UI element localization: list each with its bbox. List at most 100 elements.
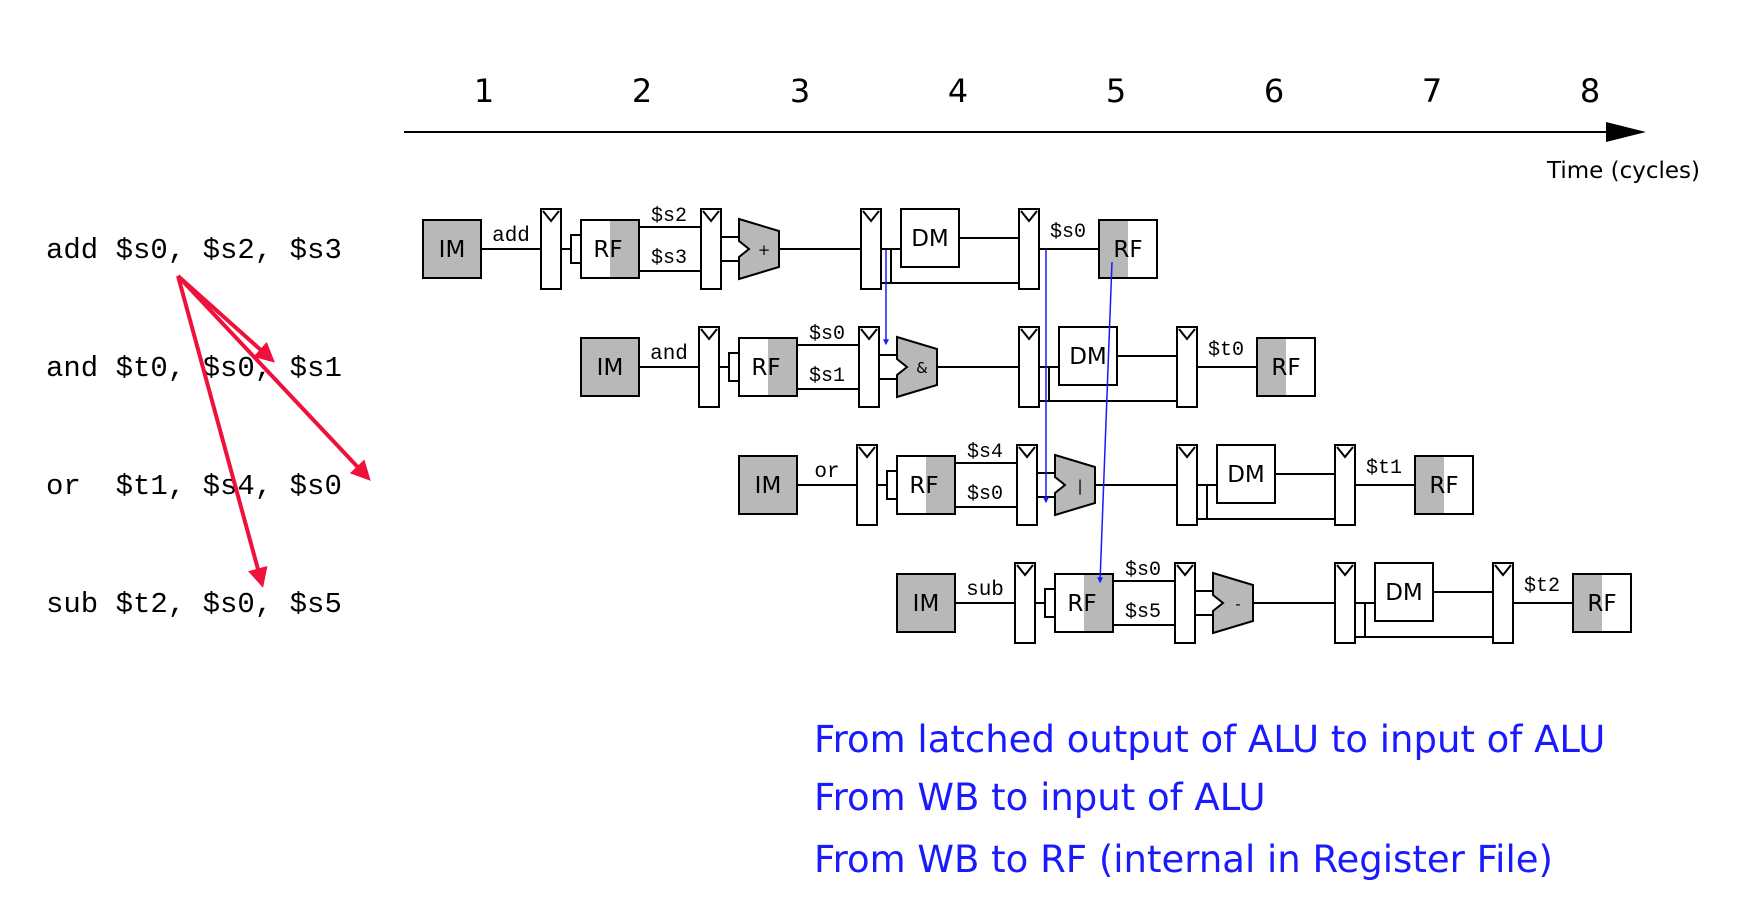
data-memory-label: DM: [911, 226, 949, 252]
dependency-arrow: [176, 274, 371, 481]
pipeline-register: [858, 326, 880, 408]
clock-marker: [860, 328, 878, 341]
instruction-text: add $s0, $s2, $s3: [46, 234, 342, 267]
source-register-label: $s0: [809, 323, 845, 346]
register-file-read-half: [1084, 575, 1112, 631]
dest-register-label: $t2: [1524, 575, 1560, 598]
instruction-text: and $t0, $s0, $s1: [46, 352, 342, 385]
instruction-memory: [738, 455, 798, 515]
register-file-write-half: [1416, 457, 1444, 513]
source-register-label: $s2: [651, 205, 687, 228]
time-axis-label: Time (cycles): [1546, 158, 1700, 184]
register-file-read-half: [768, 339, 796, 395]
forward-arrow-wb-to-rf: [1097, 261, 1113, 584]
clock-marker: [1336, 446, 1354, 459]
cycle-label: 5: [1106, 72, 1126, 110]
alu-operation: +: [758, 241, 771, 259]
source-register-label: $s5: [1125, 601, 1161, 624]
register-file-label: RF: [593, 237, 622, 263]
clock-marker: [858, 446, 876, 459]
alu-operation: |: [1077, 477, 1082, 495]
register-file-label: RF: [909, 473, 938, 499]
clock-marker: [1020, 328, 1038, 341]
instruction-memory-label: IM: [913, 591, 940, 617]
dependency-arrow: [176, 275, 268, 588]
data-memory-label: DM: [1227, 462, 1265, 488]
alu-operation: &: [916, 359, 928, 377]
bypass-wire: [1197, 484, 1335, 520]
source-register-label: $s0: [1125, 559, 1161, 582]
rf-write-port: [570, 234, 582, 264]
alu: [738, 217, 780, 281]
data-memory: [1216, 444, 1276, 504]
instruction-memory-label: IM: [597, 355, 624, 381]
clock-marker: [1336, 564, 1354, 577]
pipeline-register: [1016, 444, 1038, 526]
cycle-label: 4: [948, 72, 968, 110]
source-register-label: $s0: [967, 483, 1003, 506]
instruction-list: add $s0, $s2, $s3 and $t0, $s0, $s1 or $…: [46, 234, 342, 621]
bypass-wire: [1039, 366, 1177, 402]
dest-register-label: $t0: [1208, 339, 1244, 362]
instruction-text: or $t1, $s4, $s0: [46, 470, 342, 503]
register-file-read-half: [610, 221, 638, 277]
alu: [896, 335, 938, 399]
register-file-read-half: [926, 457, 954, 513]
cycle-label: 6: [1264, 72, 1284, 110]
forwarding-notes: From latched output of ALU to input of A…: [814, 718, 1605, 881]
source-register-label: $s1: [809, 365, 845, 388]
opcode-label: sub: [966, 579, 1004, 602]
bypass-wire: [881, 248, 1019, 284]
dest-register-label: $s0: [1050, 221, 1086, 244]
source-register-label: $s3: [651, 247, 687, 270]
register-file-label: RF: [1429, 473, 1458, 499]
data-memory: [1374, 562, 1434, 622]
cycle-label: 8: [1580, 72, 1600, 110]
clock-marker: [1178, 328, 1196, 341]
clock-marker: [1020, 210, 1038, 223]
alu: [1054, 453, 1096, 517]
bypass-wire: [1355, 602, 1493, 638]
note-line: From WB to input of ALU: [814, 776, 1266, 819]
instruction-memory-label: IM: [439, 237, 466, 263]
pipeline-register: [1174, 562, 1196, 644]
cycle-label: 3: [790, 72, 810, 110]
alu: [1212, 571, 1254, 635]
opcode-label: and: [650, 343, 688, 366]
pipeline-rows: IMaddRF$s2$s3+DM$s0RFIMandRF$s0$s1&DM$t0…: [422, 205, 1632, 644]
cycle-label: 2: [632, 72, 652, 110]
register-file-label: RF: [1067, 591, 1096, 617]
register-file-write-half: [1258, 339, 1286, 395]
clock-marker: [542, 210, 560, 223]
note-line: From latched output of ALU to input of A…: [814, 718, 1605, 761]
note-line: From WB to RF (internal in Register File…: [814, 838, 1553, 881]
clock-marker: [862, 210, 880, 223]
time-axis-arrowhead: [1606, 122, 1646, 142]
cycle-label: 1: [474, 72, 494, 110]
forwarding-arrows: [883, 250, 1113, 584]
register-file-write-half: [1100, 221, 1128, 277]
alu-operation: -: [1235, 595, 1240, 613]
instruction-memory: [896, 573, 956, 633]
instruction-memory: [580, 337, 640, 397]
pipeline-register: [700, 208, 722, 290]
rf-write-port: [728, 352, 740, 382]
dependency-arrows: [176, 274, 371, 588]
instruction-memory-label: IM: [755, 473, 782, 499]
opcode-label: add: [492, 225, 530, 248]
data-memory-label: DM: [1069, 344, 1107, 370]
cycle-label: 7: [1422, 72, 1442, 110]
register-file-write-half: [1574, 575, 1602, 631]
register-file-label: RF: [751, 355, 780, 381]
source-register-label: $s4: [967, 441, 1003, 464]
clock-marker: [1494, 564, 1512, 577]
opcode-label: or: [814, 461, 839, 484]
rf-write-port: [1044, 588, 1056, 618]
data-memory: [900, 208, 960, 268]
instruction-text: sub $t2, $s0, $s5: [46, 588, 342, 621]
